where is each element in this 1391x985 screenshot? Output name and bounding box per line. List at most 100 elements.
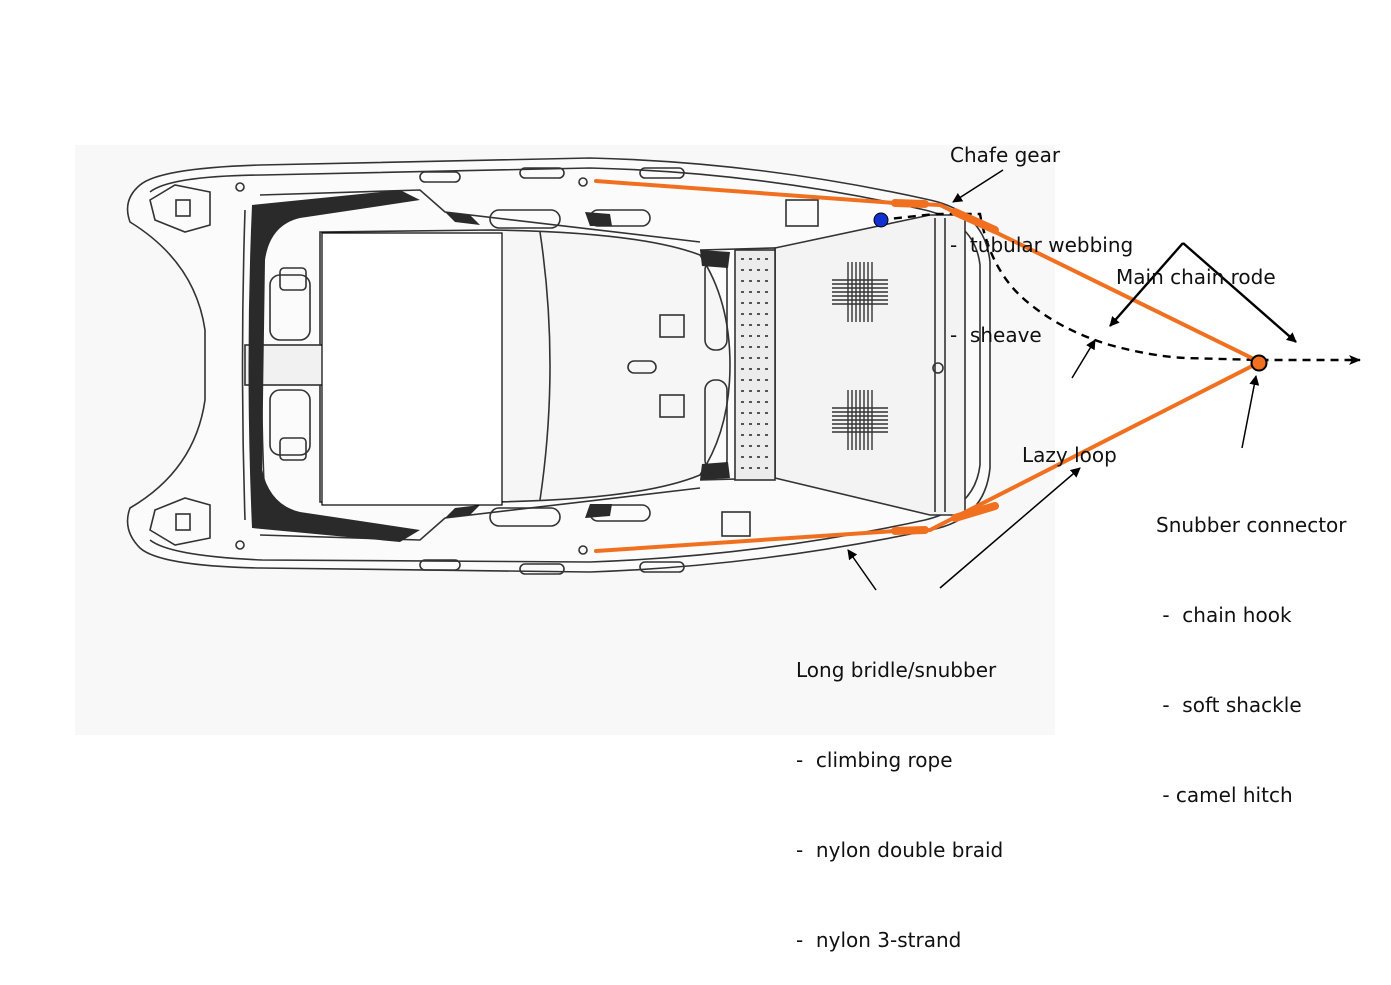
nonskid-dot bbox=[765, 346, 768, 348]
nonskid-dot bbox=[741, 412, 744, 414]
nonskid-dot bbox=[749, 302, 752, 304]
trampoline-mesh-marks bbox=[832, 262, 888, 450]
nonskid-dot bbox=[741, 445, 744, 447]
nonskid-dot bbox=[757, 379, 760, 381]
nonskid-dot bbox=[741, 401, 744, 403]
nonskid-dot bbox=[749, 346, 752, 348]
nonskid-dot bbox=[749, 467, 752, 469]
nonskid-dot bbox=[765, 280, 768, 282]
arrow-bridle-line bbox=[939, 467, 1081, 589]
arrow-main-rode-left bbox=[1109, 242, 1184, 327]
nonskid-dot bbox=[757, 302, 760, 304]
nonskid-dot bbox=[765, 456, 768, 458]
locker-nonskid-dots bbox=[741, 258, 768, 469]
nonskid-dot bbox=[757, 269, 760, 271]
nonskid-dot bbox=[765, 313, 768, 315]
long-bridle-title: Long bridle/snubber bbox=[796, 658, 997, 682]
nonskid-dot bbox=[757, 412, 760, 414]
nonskid-dot bbox=[749, 324, 752, 326]
long-bridle-label: Long bridle/snubber - climbing rope - ny… bbox=[796, 595, 1003, 985]
main-chain-rode-title: Main chain rode bbox=[1116, 265, 1276, 289]
anchor-locker bbox=[734, 249, 776, 481]
nonskid-dot bbox=[757, 258, 760, 260]
chafe-sleeve-lower bbox=[891, 526, 929, 535]
nonskid-dot bbox=[749, 280, 752, 282]
nonskid-dot bbox=[741, 302, 744, 304]
arrow-snubber-connector bbox=[1241, 375, 1260, 449]
snubber-connector-dot bbox=[1250, 354, 1268, 372]
nonskid-dot bbox=[749, 291, 752, 293]
chafe-gear-item-tubular-webbing: - tubular webbing bbox=[950, 233, 1134, 257]
long-bridle-lines bbox=[594, 179, 1262, 553]
nonskid-dot bbox=[765, 401, 768, 403]
nonskid-dot bbox=[765, 434, 768, 436]
long-bridle-item-climbing-rope: - climbing rope bbox=[796, 748, 953, 772]
chafe-point-dot bbox=[873, 212, 889, 228]
chafe-sleeve-upper-2 bbox=[951, 208, 999, 234]
nonskid-dot bbox=[749, 368, 752, 370]
nonskid-dot bbox=[741, 423, 744, 425]
nonskid-dot bbox=[765, 269, 768, 271]
nonskid-panels bbox=[248, 190, 730, 542]
arrow-lazy-loop bbox=[1071, 339, 1096, 379]
nonskid-dot bbox=[749, 390, 752, 392]
nonskid-dot bbox=[749, 456, 752, 458]
arrow-chafe-gear bbox=[952, 169, 1004, 203]
snubber-connector-title: Snubber connector bbox=[1156, 513, 1347, 537]
nonskid-dot bbox=[765, 324, 768, 326]
nonskid-dot bbox=[749, 445, 752, 447]
nonskid-dot bbox=[757, 445, 760, 447]
nonskid-dot bbox=[757, 313, 760, 315]
nonskid-dot bbox=[757, 346, 760, 348]
nonskid-dot bbox=[757, 401, 760, 403]
nonskid-dot bbox=[741, 346, 744, 348]
nonskid-dot bbox=[757, 368, 760, 370]
nonskid-dot bbox=[765, 390, 768, 392]
nonskid-dot bbox=[741, 324, 744, 326]
nonskid-dot bbox=[757, 280, 760, 282]
chafe-sleeve-lower-2 bbox=[951, 502, 999, 522]
nonskid-dot bbox=[757, 291, 760, 293]
long-bridle-item-nylon-3-strand: - nylon 3-strand bbox=[796, 928, 962, 952]
nonskid-dot bbox=[749, 434, 752, 436]
nonskid-dot bbox=[765, 258, 768, 260]
nonskid-dot bbox=[757, 423, 760, 425]
nonskid-dot bbox=[749, 401, 752, 403]
nonskid-dot bbox=[741, 357, 744, 359]
nonskid-dot bbox=[757, 434, 760, 436]
chafe-sleeve-upper bbox=[891, 199, 929, 208]
chafe-gear-item-sheave: - sheave bbox=[950, 323, 1042, 347]
nonskid-dot bbox=[749, 357, 752, 359]
nonskid-dot bbox=[749, 335, 752, 337]
nonskid-dot bbox=[741, 456, 744, 458]
bridle-diagram bbox=[126, 157, 1361, 591]
nonskid-dot bbox=[765, 412, 768, 414]
snubber-connector-item-camel-hitch: - camel hitch bbox=[1156, 783, 1293, 807]
arrow-main-rode-right bbox=[1182, 242, 1297, 343]
nonskid-dot bbox=[757, 357, 760, 359]
nonskid-dot bbox=[765, 368, 768, 370]
nonskid-dot bbox=[749, 379, 752, 381]
nonskid-dot bbox=[757, 324, 760, 326]
nonskid-dot bbox=[765, 302, 768, 304]
lazy-loop-title: Lazy loop bbox=[1022, 443, 1117, 467]
nonskid-dot bbox=[765, 445, 768, 447]
nonskid-dot bbox=[741, 379, 744, 381]
inner-hull-line bbox=[149, 167, 981, 563]
nonskid-dot bbox=[741, 390, 744, 392]
nonskid-dot bbox=[741, 258, 744, 260]
bow-trampoline bbox=[774, 214, 966, 516]
nonskid-dot bbox=[765, 335, 768, 337]
nonskid-dot bbox=[749, 412, 752, 414]
nonskid-dot bbox=[757, 335, 760, 337]
chain-rode-dashed bbox=[879, 212, 1361, 365]
nonskid-dot bbox=[749, 423, 752, 425]
cabin-cover-panel bbox=[321, 232, 503, 506]
chafe-gear-label: Chafe gear - tubular webbing - sheave bbox=[950, 80, 1133, 380]
nonskid-dot bbox=[765, 357, 768, 359]
snubber-connector-item-soft-shackle: - soft shackle bbox=[1156, 693, 1302, 717]
nonskid-dot bbox=[765, 423, 768, 425]
nonskid-dot bbox=[741, 313, 744, 315]
nonskid-dot bbox=[741, 434, 744, 436]
nonskid-dot bbox=[749, 313, 752, 315]
